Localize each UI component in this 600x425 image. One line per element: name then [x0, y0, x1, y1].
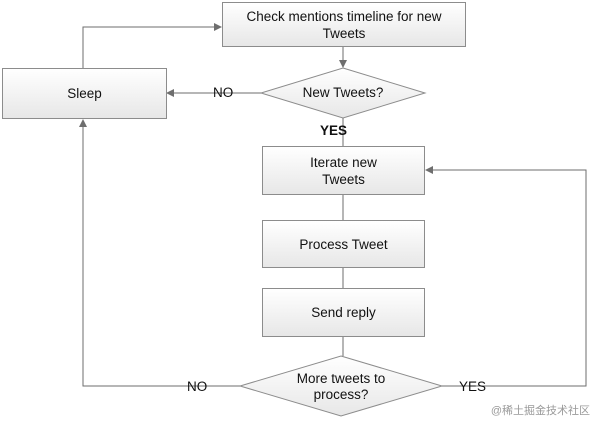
arrow-sleep-to-check [82, 23, 222, 68]
yes-label-top: YES [320, 123, 348, 138]
send-reply-text: Send reply [311, 305, 376, 320]
no-label-top: NO [213, 85, 234, 100]
more-tweets-text: More tweets to process? [296, 371, 386, 402]
process-tweet-text: Process Tweet [299, 236, 388, 252]
send-reply-box: Send reply [262, 288, 425, 337]
sleep-box: Sleep [2, 68, 167, 119]
check-timeline-box: Check mentions timeline for new Tweets [222, 2, 466, 47]
check-timeline-text: Check mentions timeline for new Tweets [246, 8, 442, 41]
iterate-tweets-box: Iterate new Tweets [262, 146, 425, 195]
yes-label-bottom: YES [459, 379, 487, 394]
sleep-text: Sleep [67, 86, 102, 101]
no-label-bottom: NO [187, 379, 208, 394]
new-tweets-text: New Tweets? [302, 85, 384, 100]
watermark: @稀土掘金技术社区 [490, 405, 590, 417]
iterate-tweets-text: Iterate new Tweets [310, 154, 377, 187]
arrow-no-to-sleep-bottom [79, 119, 240, 387]
arrow-yes-loop-to-iterate [425, 166, 587, 387]
process-tweet-box: Process Tweet [262, 220, 425, 268]
more-tweets-decision [238, 355, 444, 417]
